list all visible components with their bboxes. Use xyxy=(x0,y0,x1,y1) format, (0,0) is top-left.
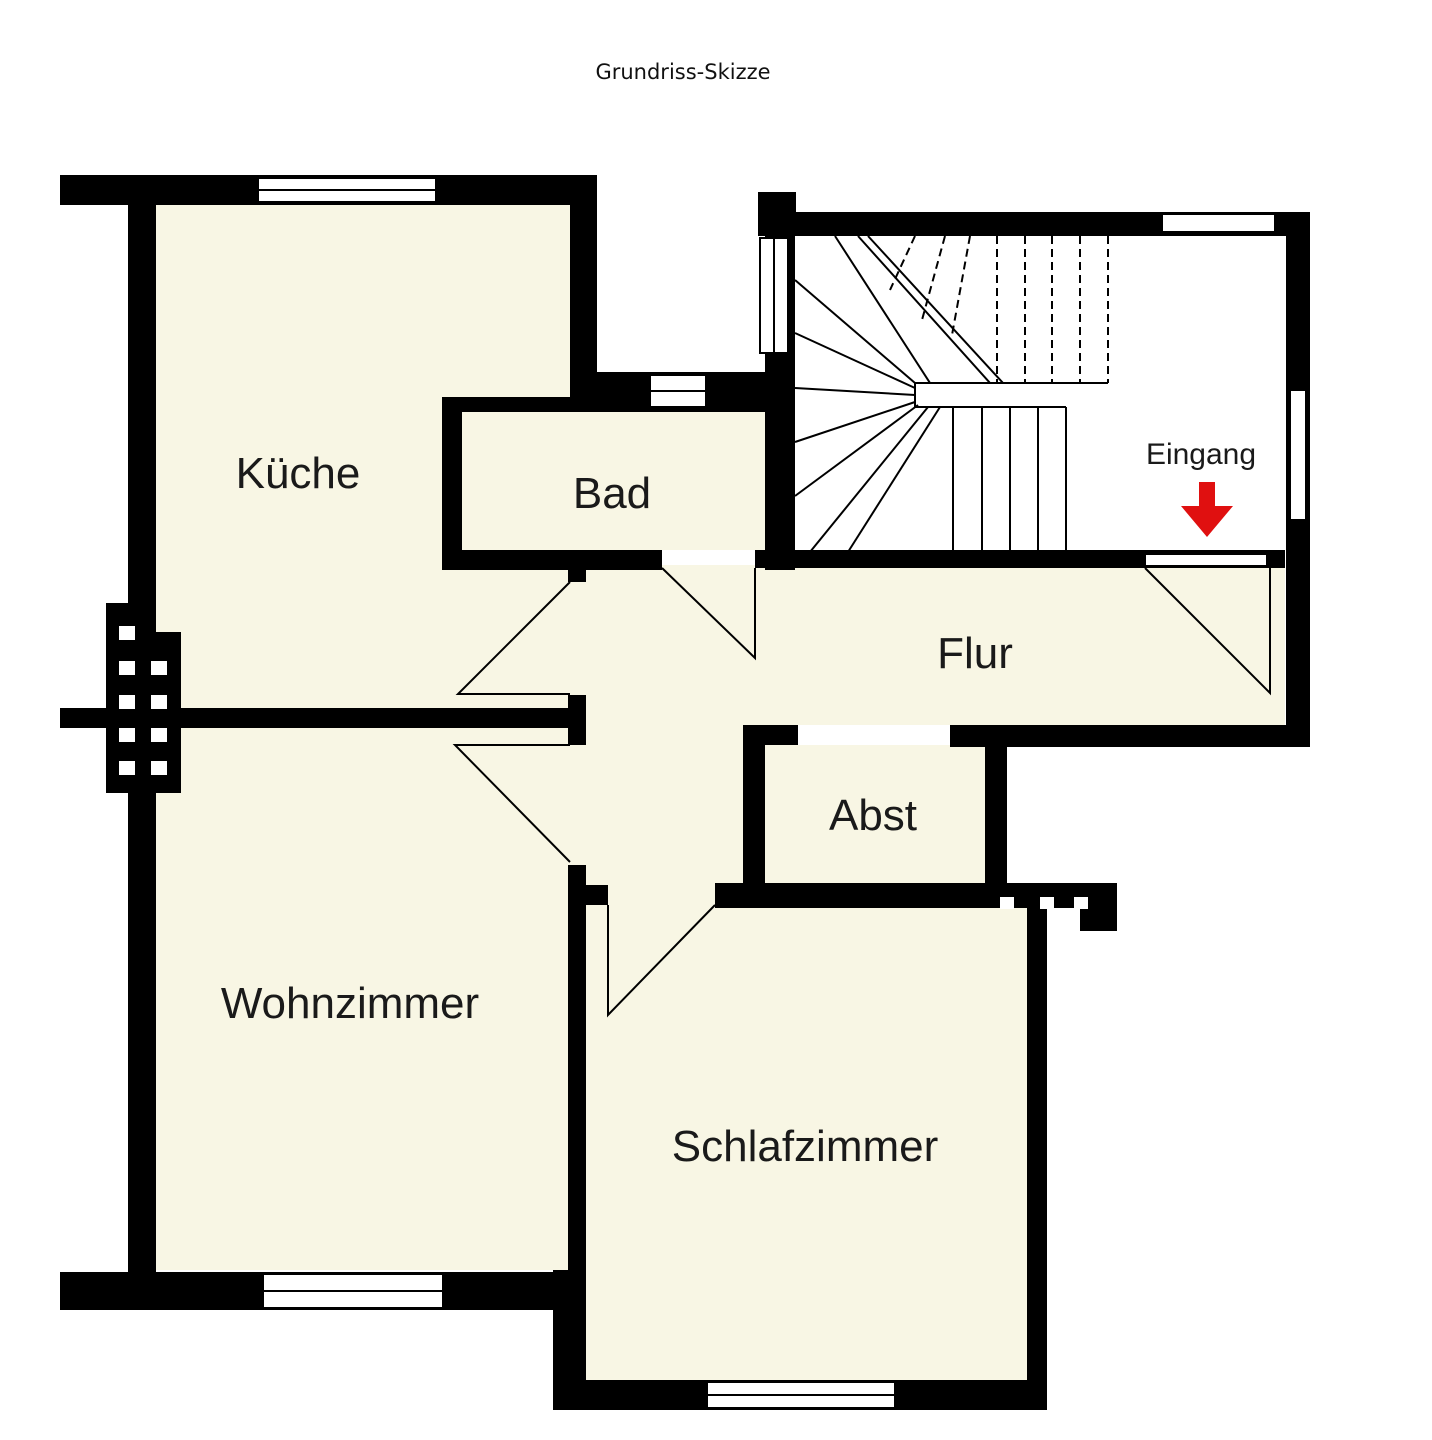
windows xyxy=(257,177,1307,1409)
room-label-kueche: Küche xyxy=(236,449,361,498)
room-label-abst: Abst xyxy=(829,791,917,840)
staircase xyxy=(794,235,1109,553)
chimney xyxy=(119,626,1088,909)
arrow-down-icon xyxy=(1181,482,1233,537)
wohnzimmer-floor xyxy=(155,725,570,1270)
room-label-bad: Bad xyxy=(573,469,651,518)
room-fills xyxy=(155,205,1285,1380)
abst-floor xyxy=(765,745,985,885)
flur-lower-floor xyxy=(570,565,755,905)
schlafzimmer-floor xyxy=(585,905,1030,1380)
entrance-label: Eingang xyxy=(1146,438,1256,471)
room-label-flur: Flur xyxy=(937,629,1013,678)
page-title: Grundriss-Skizze xyxy=(595,60,771,84)
room-label-wohnzimmer: Wohnzimmer xyxy=(221,979,479,1028)
room-label-schlafzimmer: Schlafzimmer xyxy=(672,1122,939,1171)
door-swings xyxy=(452,567,1271,1018)
bad-floor xyxy=(460,410,765,550)
